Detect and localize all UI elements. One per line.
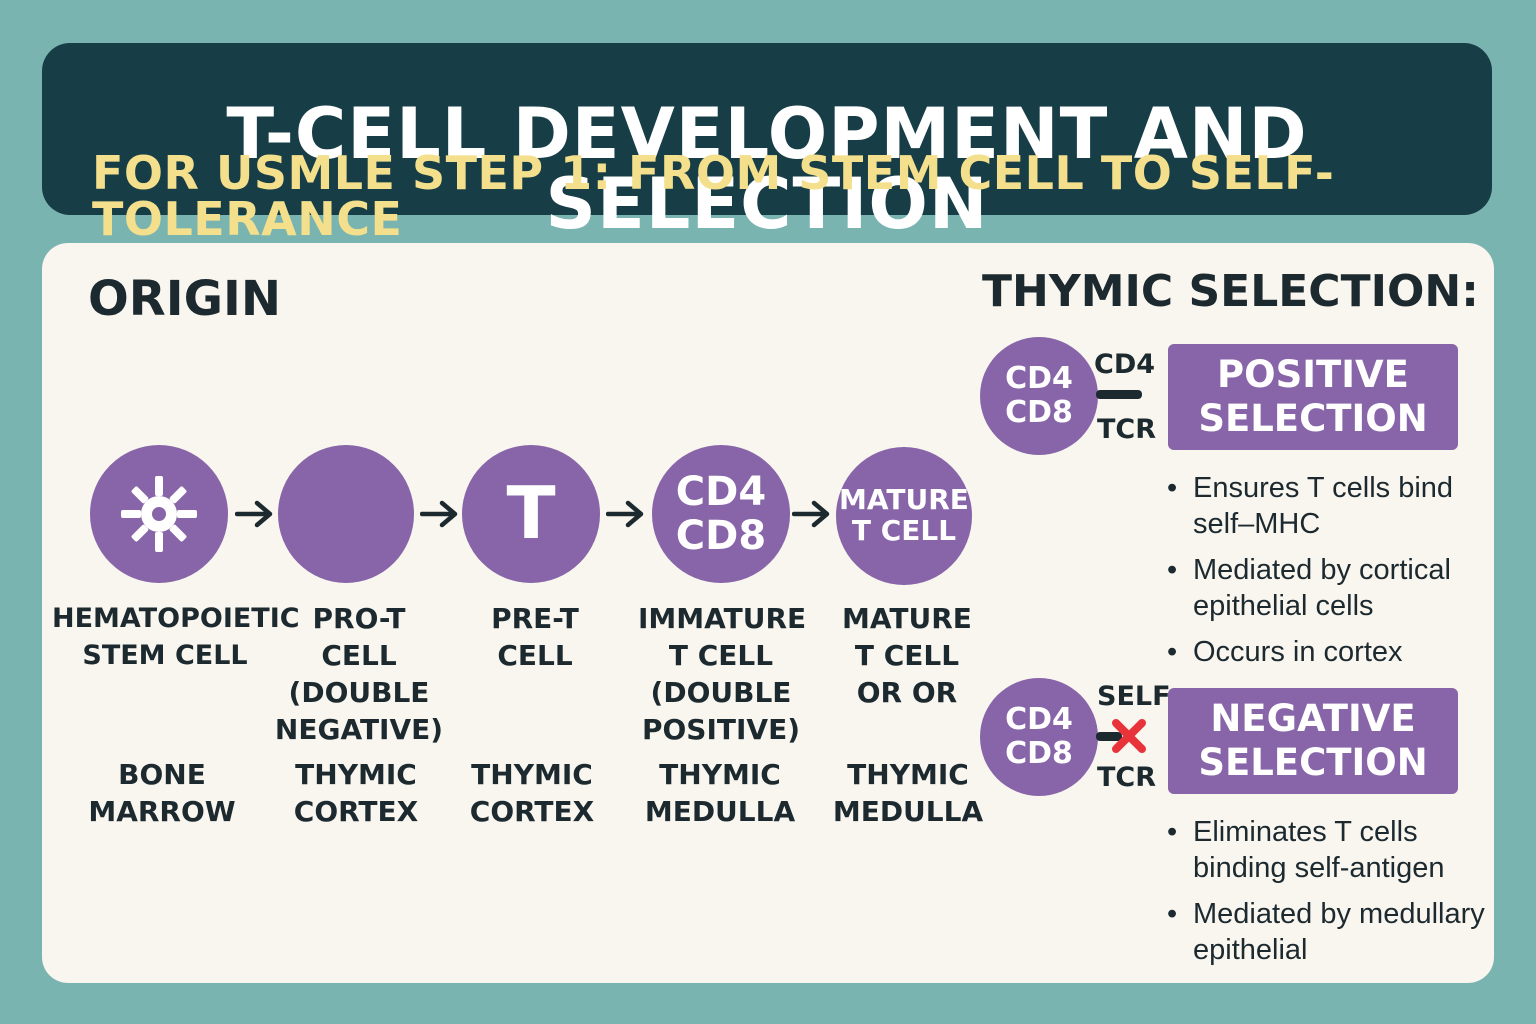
- arrow-right-icon: [792, 500, 830, 528]
- stage-label-pro-t-cell: PRO-T CELL (DOUBLE NEGATIVE): [274, 602, 444, 746]
- location-thymic-cortex: THYMIC CORTEX: [293, 758, 419, 828]
- thymic-selection-heading: THYMIC SELECTION:: [982, 266, 1479, 317]
- list-item: Mediated by cortical epithelial cells: [1165, 552, 1495, 624]
- arrow-right-icon: [235, 500, 273, 528]
- mature-t-cell-circle: MATURE T CELL: [836, 447, 972, 585]
- pro-t-cell-circle: [278, 445, 414, 583]
- page-subtitle: FOR USMLE STEP 1: FROM STEM CELL TO SELF…: [92, 146, 1335, 246]
- arrow-right-icon: [420, 500, 458, 528]
- positive-selection-list: Ensures T cells bind self–MHC Mediated b…: [1165, 470, 1495, 680]
- list-item: Ensures T cells bind self–MHC: [1165, 470, 1495, 542]
- negative-selection-box: NEGATIVE SELECTION: [1168, 688, 1458, 794]
- tcr-connector: [1096, 390, 1142, 399]
- arrow-right-icon: [606, 500, 644, 528]
- negative-top-label: SELF: [1097, 681, 1171, 712]
- stage-label-stem-cell: HEMATOPOIETIC STEM CELL: [52, 603, 300, 671]
- header-banner: T-CELL DEVELOPMENT AND SELECTION: [42, 43, 1492, 239]
- list-item: Occurs in cortex: [1165, 634, 1495, 670]
- page-title: T-CELL DEVELOPMENT AND SELECTION: [226, 93, 1308, 245]
- stage-label-pre-t-cell: PRE-T CELL: [491, 602, 579, 672]
- stem-cell-circle: [90, 445, 228, 583]
- pre-t-cell-circle: T: [462, 445, 600, 583]
- pre-t-cell-circle-text: T: [506, 471, 556, 556]
- list-item: Eliminates T cells binding self-antigen: [1165, 814, 1495, 886]
- location-thymic-medulla: THYMIC MEDULLA: [644, 758, 796, 828]
- stage-label-immature-t-cell: IMMATURE T CELL (DOUBLE POSITIVE): [638, 602, 807, 746]
- list-item: Mediated by medullary epithelial: [1165, 896, 1495, 968]
- block-x-icon: [1112, 719, 1146, 753]
- stage-label-mature-t-cell: MATURE T CELL OR OR: [842, 602, 972, 709]
- location-thymic-medulla: THYMIC MEDULLA: [832, 758, 984, 828]
- immature-t-cell-circle-text: CD4 CD8: [675, 469, 767, 559]
- positive-top-label: CD4: [1094, 349, 1156, 380]
- negative-selection-list: Eliminates T cells binding self-antigen …: [1165, 814, 1495, 978]
- negative-selection-cell: CD4 CD8: [980, 678, 1098, 796]
- negative-bottom-label: TCR: [1097, 762, 1157, 793]
- mature-t-cell-circle-text: MATURE T CELL: [839, 483, 969, 547]
- origin-heading: ORIGIN: [88, 271, 282, 327]
- immature-t-cell-circle: CD4 CD8: [652, 445, 790, 583]
- positive-selection-box: POSITIVE SELECTION: [1168, 344, 1458, 450]
- location-bone-marrow: BONE MARROW: [88, 758, 236, 828]
- sun-gear-icon: [121, 476, 197, 552]
- positive-bottom-label: TCR: [1097, 414, 1157, 445]
- tcr-connector: [1096, 732, 1122, 741]
- location-thymic-cortex: THYMIC CORTEX: [469, 758, 595, 828]
- positive-selection-cell: CD4 CD8: [980, 337, 1098, 455]
